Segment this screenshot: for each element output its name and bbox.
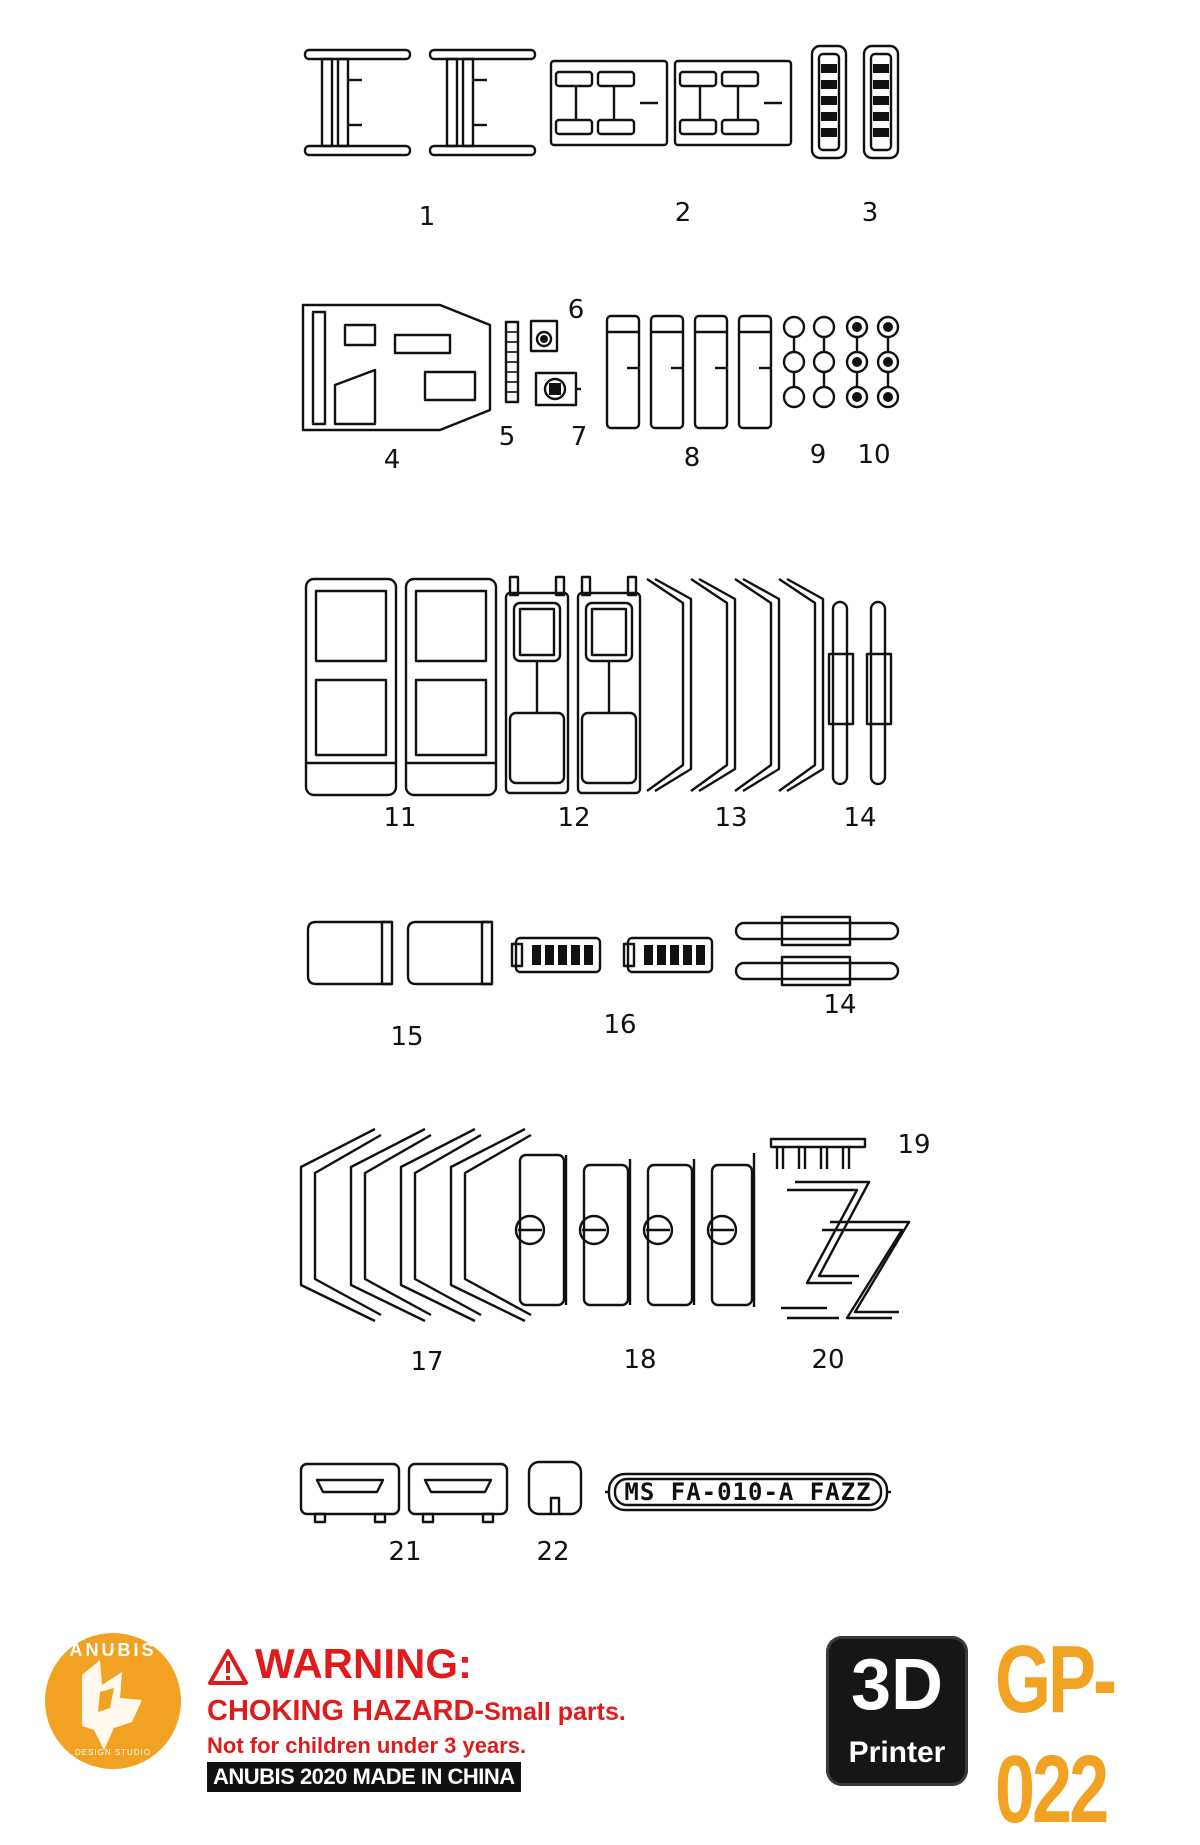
part-label-19: 19: [897, 1130, 931, 1160]
part-label-1: 1: [418, 202, 436, 232]
part-2-plates: [549, 59, 793, 147]
part-6-block: [529, 319, 559, 353]
3d-printer-badge: 3D Printer: [826, 1636, 968, 1786]
badge-printer-text: Printer: [848, 1736, 946, 1769]
part-label-15: 15: [390, 1022, 424, 1052]
part-label-6: 6: [567, 295, 585, 325]
part-11-panels: [304, 577, 498, 797]
part-4-housing: [301, 303, 492, 432]
part-label-14b: 14: [823, 990, 857, 1020]
part-14-pins-vertical: [827, 600, 893, 786]
part-5-strip: [504, 320, 520, 404]
part-label-16: 16: [603, 1010, 637, 1040]
part-label-20: 20: [811, 1345, 845, 1375]
part-label-12: 12: [557, 803, 591, 833]
part-label-3: 3: [861, 198, 879, 228]
part-label-2: 2: [674, 198, 692, 228]
part-14-pins-horizontal: [734, 915, 900, 987]
part-label-7: 7: [570, 422, 588, 452]
part-15-clips: [306, 920, 494, 986]
warning-triangle-icon: [208, 1649, 248, 1685]
logo-text: ANUBIS: [69, 1640, 157, 1660]
model-code: GP-022: [995, 1626, 1117, 1843]
part-label-14a: 14: [843, 803, 877, 833]
small-parts-text: Small parts.: [484, 1698, 626, 1726]
part-label-21: 21: [388, 1537, 422, 1567]
part-label-8: 8: [683, 443, 701, 473]
choking-hazard-text: CHOKING HAZARD-: [207, 1695, 485, 1727]
part-13-rods: [646, 577, 825, 793]
part-nameplate: MS FA-010-A FAZZ: [603, 1468, 893, 1516]
warning-line-2: Not for children under 3 years.: [207, 1733, 527, 1758]
part-16-grips: [510, 936, 714, 974]
part-9-10-chains: [782, 315, 900, 409]
part-label-11: 11: [383, 803, 417, 833]
part-12-brackets: [504, 575, 642, 795]
part-label-9: 9: [809, 440, 827, 470]
part-label-4: 4: [383, 445, 401, 475]
part-19-comb: [769, 1137, 867, 1169]
nameplate-text: MS FA-010-A FAZZ: [624, 1478, 872, 1506]
part-label-5: 5: [498, 422, 516, 452]
part-label-13: 13: [714, 803, 748, 833]
brand-made-in-line: ANUBIS 2020 MADE IN CHINA: [207, 1762, 521, 1792]
badge-3d-text: 3D: [850, 1645, 944, 1725]
part-8-blocks: [605, 314, 773, 430]
part-1-frames: [303, 48, 537, 157]
warning-line-1: CHOKING HAZARD-Small parts.: [207, 1695, 626, 1728]
logo-subtext: DESIGN STUDIO: [74, 1748, 152, 1757]
part-label-18: 18: [623, 1345, 657, 1375]
part-label-22: 22: [536, 1537, 570, 1567]
part-22-cap: [527, 1460, 583, 1516]
part-17-chevrons: [299, 1127, 532, 1323]
parts-sheet: MS FA-010-A FAZZ 1 2 3 4 5 6 7 8 9 10 11…: [45, 44, 1117, 1843]
part-label-17: 17: [410, 1347, 444, 1377]
part-20-zz-emblem: [781, 1180, 911, 1320]
warning-title: WARNING:: [255, 1640, 472, 1687]
part-21-covers: [299, 1462, 509, 1524]
anubis-logo: [45, 1633, 181, 1769]
part-7-block: [534, 371, 581, 407]
part-label-10: 10: [857, 440, 891, 470]
part-3-rails: [810, 44, 900, 160]
part-18-joints: [514, 1153, 756, 1307]
